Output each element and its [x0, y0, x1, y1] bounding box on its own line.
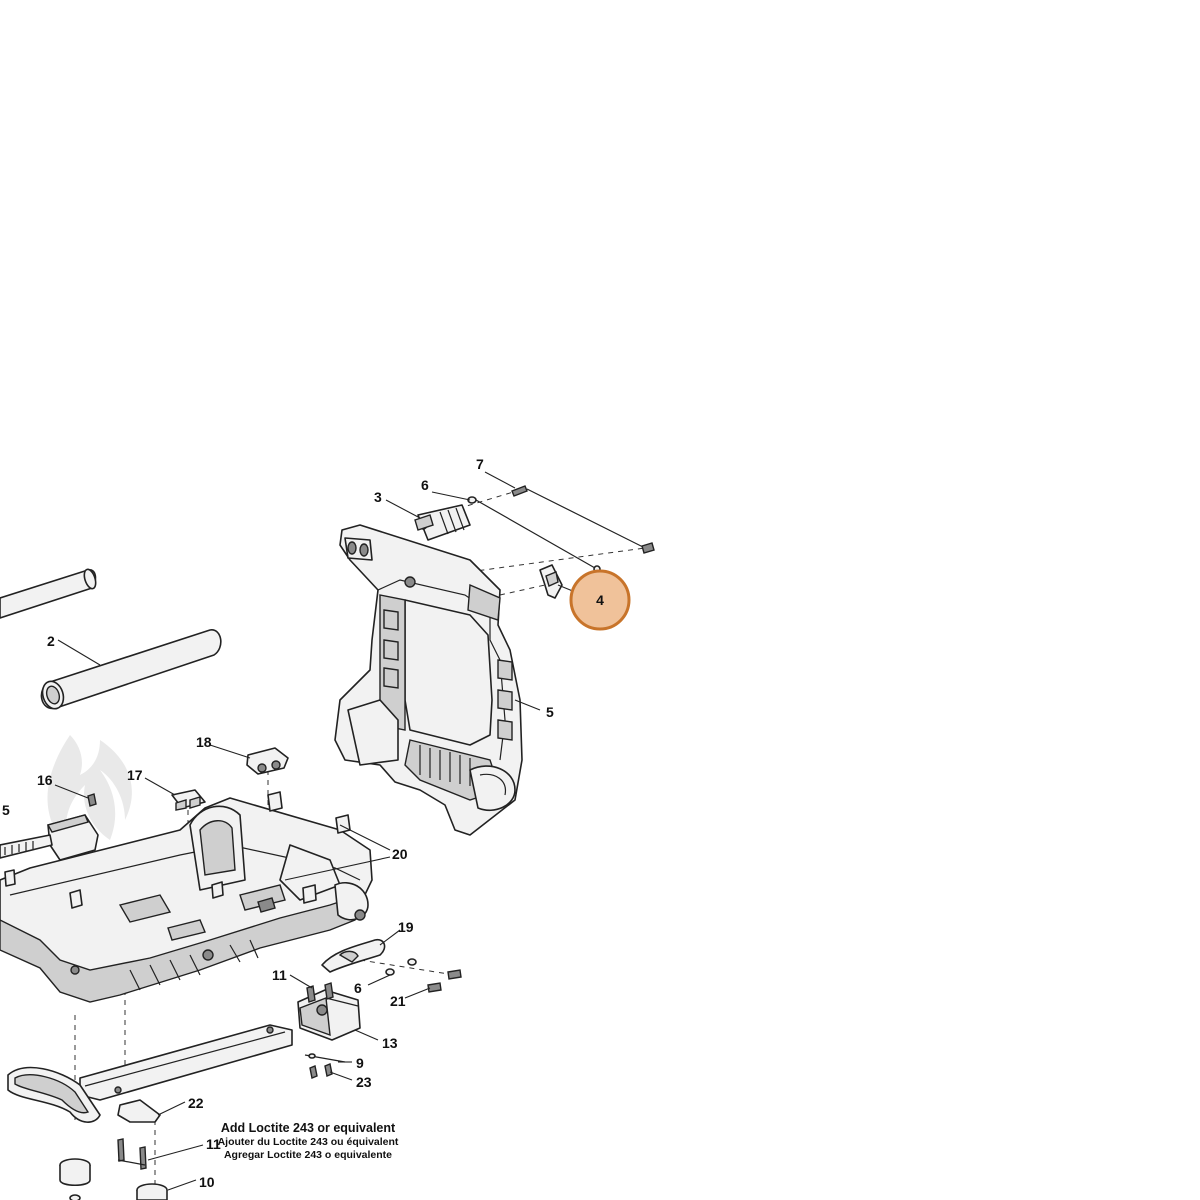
note-line-spanish: Agregar Loctite 243 o equivalente	[224, 1149, 392, 1161]
callout-6-top: 6	[421, 477, 429, 493]
callout-16: 16	[37, 772, 53, 788]
callout-21: 21	[390, 993, 406, 1009]
loctite-note: Add Loctite 243 or equivalent Ajouter du…	[218, 1121, 399, 1161]
part-17-clip	[171, 789, 206, 811]
callout-2: 2	[47, 633, 55, 649]
bottom-rail-assembly	[7, 1024, 293, 1123]
note-line-french: Ajouter du Loctite 243 ou équivalent	[218, 1136, 399, 1148]
callout-7: 7	[476, 456, 484, 472]
callout-3: 3	[374, 489, 382, 505]
callout-5-frame: 5	[546, 704, 554, 720]
callout-4-label: 4	[596, 592, 604, 608]
callout-5-box: 5	[2, 802, 10, 818]
callout-labels: 7 6 3 5 2 18 17 16 5 20 19 6 21 11 13 9 …	[2, 456, 554, 1190]
callout-23: 23	[356, 1074, 372, 1090]
highlight-marker-part-4[interactable]: 4	[569, 569, 631, 631]
callout-11-bottom: 11	[206, 1136, 221, 1152]
part-5-upright-frame	[334, 524, 523, 836]
part-5-16-control-box	[0, 793, 99, 861]
callout-13: 13	[382, 1035, 398, 1051]
part-3-bracket-plate	[414, 504, 471, 541]
part-4-small-bracket	[539, 564, 563, 599]
part-18-bracket	[246, 747, 289, 775]
part-13-mount-block	[297, 982, 361, 1041]
base-tray	[0, 797, 373, 1003]
note-line-english: Add Loctite 243 or equivalent	[221, 1121, 396, 1135]
part-2-tubes	[0, 568, 222, 710]
callout-22: 22	[188, 1095, 204, 1111]
callout-18: 18	[196, 734, 212, 750]
watermark-flame-icon	[47, 735, 132, 850]
part-19-bracket	[321, 938, 462, 993]
part-10-feet	[59, 1138, 168, 1200]
callout-11-top: 11	[272, 967, 287, 983]
callout-6-bottom: 6	[354, 980, 362, 996]
callout-20: 20	[392, 846, 408, 862]
callout-10: 10	[199, 1174, 215, 1190]
callout-19: 19	[398, 919, 414, 935]
callout-9: 9	[356, 1055, 364, 1071]
callout-17: 17	[127, 767, 143, 783]
part-9-23-hardware	[304, 1053, 346, 1079]
